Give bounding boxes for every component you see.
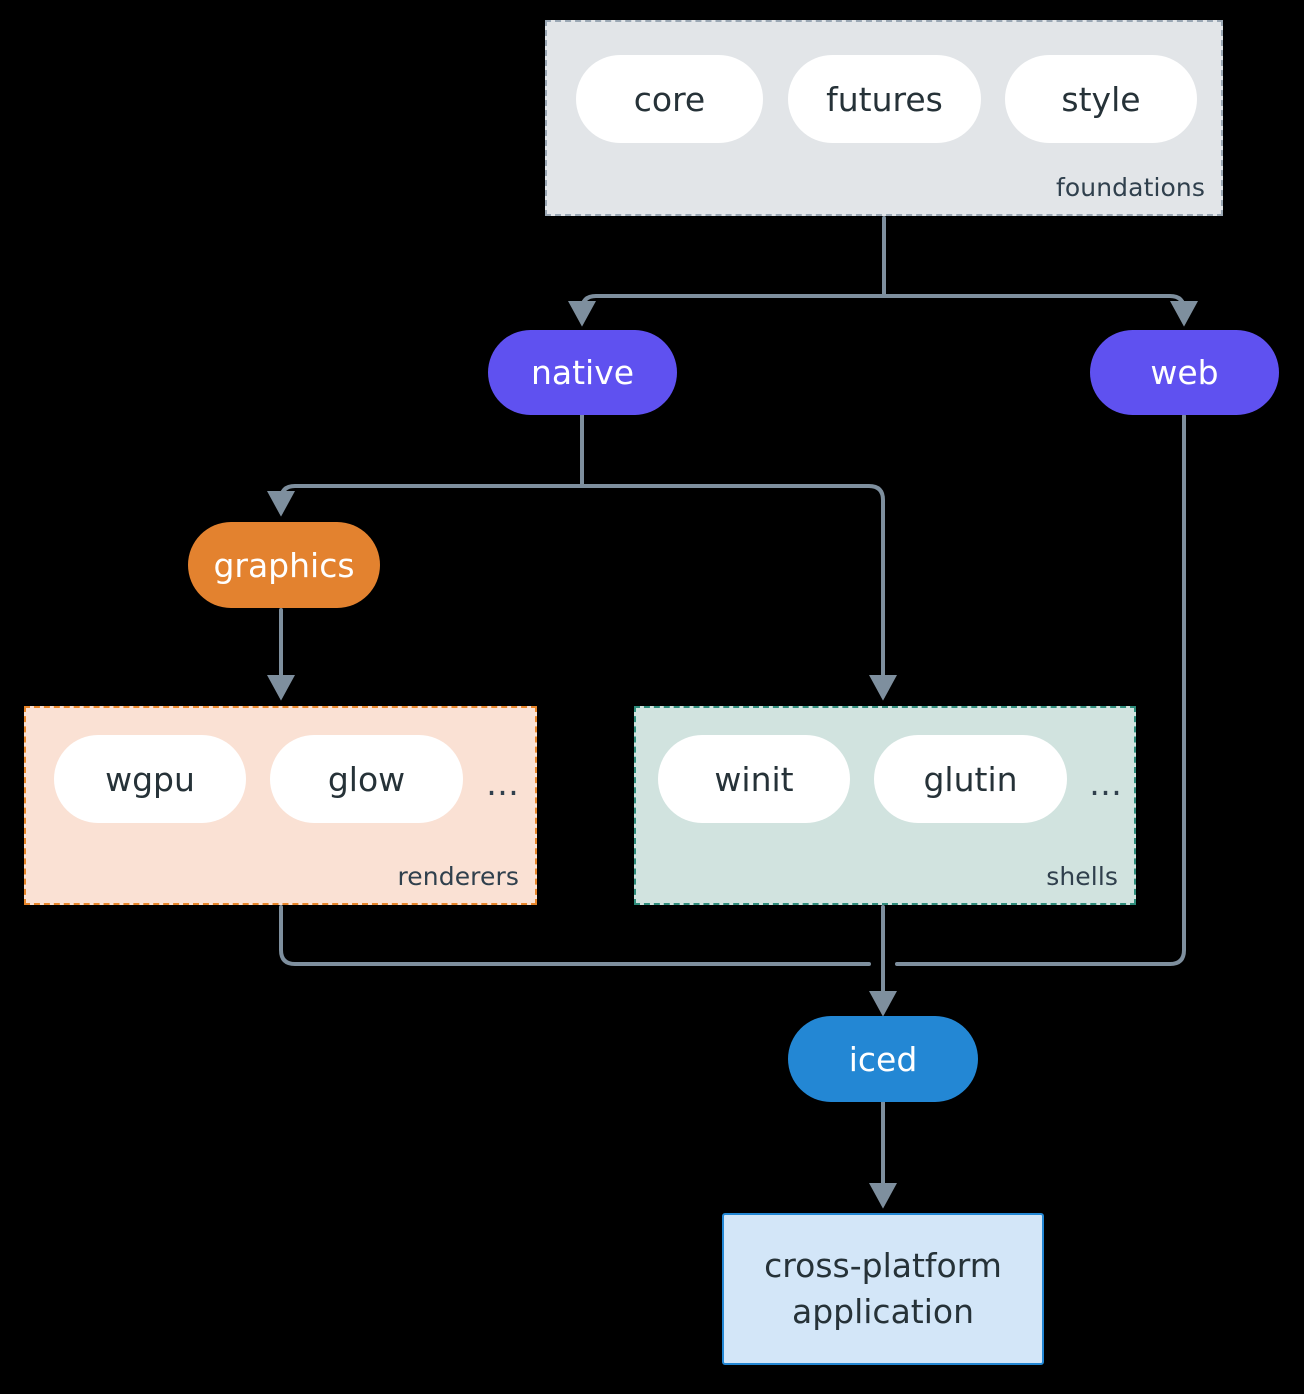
node-web[interactable]: web: [1090, 330, 1279, 415]
cluster-label-shells: shells: [1046, 862, 1118, 891]
node-native[interactable]: native: [488, 330, 677, 415]
edge-foundations-to-web: [882, 294, 1198, 327]
cluster-foundations[interactable]: core futures style foundations: [545, 20, 1223, 216]
edge-foundations-to-native: [568, 294, 886, 327]
node-wgpu[interactable]: wgpu: [54, 735, 246, 823]
edge-native-to-graphics: [267, 484, 584, 517]
cluster-shells[interactable]: winit glutin … shells: [634, 706, 1136, 905]
node-cross-platform-application[interactable]: cross-platform application: [722, 1213, 1044, 1365]
cluster-label-renderers: renderers: [397, 862, 519, 891]
node-graphics[interactable]: graphics: [188, 522, 380, 608]
cluster-renderers[interactable]: wgpu glow … renderers: [24, 706, 537, 905]
node-futures[interactable]: futures: [788, 55, 981, 143]
edge-native-to-shells: [580, 484, 897, 701]
node-winit[interactable]: winit: [658, 735, 850, 823]
node-glutin[interactable]: glutin: [874, 735, 1067, 823]
node-style[interactable]: style: [1005, 55, 1197, 143]
node-renderers-more: …: [486, 764, 520, 803]
cluster-label-foundations: foundations: [1056, 173, 1205, 202]
node-core[interactable]: core: [576, 55, 763, 143]
node-iced[interactable]: iced: [788, 1016, 978, 1102]
edge-renderers-to-merge: [279, 905, 871, 966]
application-label-line2: application: [791, 1292, 975, 1331]
application-label-line1: cross-platform: [764, 1246, 1002, 1286]
node-glow[interactable]: glow: [270, 735, 463, 823]
node-shells-more: …: [1089, 764, 1123, 803]
